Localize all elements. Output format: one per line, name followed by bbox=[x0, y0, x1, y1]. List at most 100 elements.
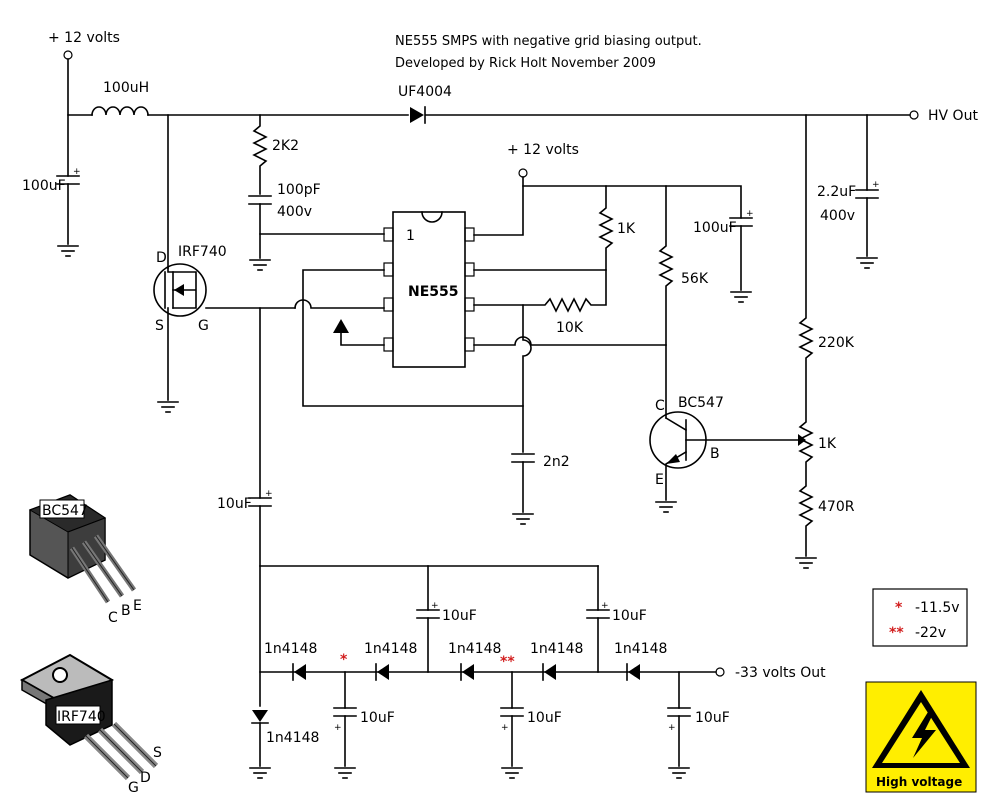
mark-double: ** bbox=[500, 654, 515, 670]
ground-symbol bbox=[157, 401, 179, 413]
svg-text:+: + bbox=[601, 601, 609, 611]
pkg-bc547-pin-b: B bbox=[121, 603, 131, 619]
pump-cap-bottom-1-label: 10uF bbox=[360, 710, 395, 726]
diode-label: 1n4148 bbox=[530, 641, 583, 657]
c-hv-volt: 400v bbox=[820, 208, 855, 224]
svg-text:+: + bbox=[746, 209, 754, 219]
ground-symbol bbox=[249, 767, 271, 779]
mosfet-irf740 bbox=[153, 263, 207, 317]
q-b-label: B bbox=[710, 446, 720, 462]
r-56k-label: 56K bbox=[681, 271, 709, 287]
ground-symbol bbox=[249, 259, 271, 271]
ground-symbol bbox=[730, 291, 752, 303]
pump-diode-vertical bbox=[251, 710, 269, 724]
pump-diode bbox=[460, 663, 474, 681]
ground-symbol bbox=[655, 501, 677, 513]
r-1k-label: 1K bbox=[617, 221, 636, 237]
wire bbox=[67, 58, 93, 116]
pkg-irf740-pin-g: G bbox=[128, 780, 139, 796]
ground-symbol bbox=[334, 767, 356, 779]
legend-mark: ** bbox=[889, 625, 904, 641]
uf4004-diode bbox=[410, 107, 424, 123]
r-220k-label: 220K bbox=[818, 335, 855, 351]
pump-cap-bottom-2-label: 10uF bbox=[527, 710, 562, 726]
pump-diode bbox=[375, 663, 389, 681]
q-e-label: E bbox=[655, 472, 664, 488]
pkg-bc547-pin-c: C bbox=[108, 610, 118, 626]
ne555-ic bbox=[392, 211, 466, 368]
supply-top-terminal bbox=[63, 50, 73, 60]
ground-symbol bbox=[856, 257, 878, 269]
legend-value: -11.5v bbox=[915, 600, 960, 616]
diode-label: 1n4148 bbox=[614, 641, 667, 657]
ground-symbol bbox=[501, 767, 523, 779]
inductor-label: 100uH bbox=[103, 80, 149, 96]
ic-label: NE555 bbox=[408, 284, 459, 300]
neg-out-terminal bbox=[715, 667, 725, 677]
c-100uf-ic-label: 100uF bbox=[693, 220, 737, 236]
mark-single: * bbox=[340, 652, 348, 668]
diode-label: 1n4148 bbox=[264, 641, 317, 657]
c-in-label: 100uF bbox=[22, 178, 66, 194]
irf740-package: IRF740 bbox=[19, 653, 159, 781]
mosfet-g-label: G bbox=[198, 318, 209, 334]
resistor-56k bbox=[658, 185, 674, 419]
legend-value: -22v bbox=[915, 625, 946, 641]
feedback-divider bbox=[798, 114, 814, 557]
legend-mark: * bbox=[895, 600, 903, 616]
resistor-1k bbox=[473, 185, 614, 271]
capacitor-10uf-main bbox=[248, 497, 272, 507]
svg-text:+: + bbox=[265, 489, 273, 499]
ground-symbol bbox=[57, 245, 79, 257]
pump-diode bbox=[542, 663, 556, 681]
title-line-2: Developed by Rick Holt November 2009 bbox=[395, 56, 656, 71]
q-c-label: C bbox=[655, 398, 665, 414]
capacitor-2n2 bbox=[511, 453, 535, 463]
neg-out-label: -33 volts Out bbox=[735, 665, 826, 681]
mosfet-label: IRF740 bbox=[178, 244, 227, 260]
svg-text:+: + bbox=[872, 180, 880, 190]
pump-diode bbox=[626, 663, 640, 681]
inductor bbox=[91, 106, 149, 116]
diode-label: 1n4148 bbox=[448, 641, 501, 657]
pkg-irf740-label: IRF740 bbox=[57, 709, 106, 725]
c-2n2-label: 2n2 bbox=[543, 454, 570, 470]
svg-text:+: + bbox=[431, 601, 439, 611]
pump-cap-bottom-3 bbox=[667, 707, 691, 717]
bc547-package: BC547 bbox=[28, 494, 137, 604]
uf4004-label: UF4004 bbox=[398, 84, 452, 100]
ground-symbol bbox=[668, 767, 690, 779]
ground-symbol bbox=[512, 513, 534, 525]
hv-out-terminal bbox=[909, 110, 919, 120]
pump-cap-bottom-3-label: 10uF bbox=[695, 710, 730, 726]
pump-cap-bottom-1 bbox=[333, 707, 357, 717]
pump-cap-top-2-label: 10uF bbox=[612, 608, 647, 624]
pump-cap-top-2 bbox=[586, 609, 610, 619]
pump-cap-top-1-label: 10uF bbox=[442, 608, 477, 624]
c-100pf-label: 100pF bbox=[277, 182, 321, 198]
svg-text:+: + bbox=[334, 723, 342, 733]
pkg-irf740-pin-d: D bbox=[140, 770, 151, 786]
svg-text:+: + bbox=[501, 723, 509, 733]
capacitor-hv bbox=[855, 189, 879, 199]
svg-text:+: + bbox=[668, 723, 676, 733]
svg-text:+: + bbox=[73, 167, 81, 177]
pin1-label: 1 bbox=[406, 228, 415, 244]
r-10k-label: 10K bbox=[556, 320, 584, 336]
pot-1k-label: 1K bbox=[818, 436, 837, 452]
diode-label: 1n4148 bbox=[364, 641, 417, 657]
pkg-bc547-label: BC547 bbox=[42, 503, 88, 519]
supply-ic-label: + 12 volts bbox=[507, 142, 579, 158]
c-hv-label: 2.2uF bbox=[817, 184, 856, 200]
pump-diode bbox=[292, 663, 306, 681]
legend-box bbox=[872, 588, 968, 647]
transistor-label: BC547 bbox=[678, 395, 724, 411]
lightning-icon bbox=[912, 712, 936, 758]
hv-out-label: HV Out bbox=[928, 108, 978, 124]
supply-ic-terminal bbox=[518, 168, 528, 178]
diode-label: 1n4148 bbox=[266, 730, 319, 746]
capacitor-100pf bbox=[248, 195, 272, 205]
supply-top-label: + 12 volts bbox=[48, 30, 120, 46]
resistor-2k2 bbox=[252, 114, 268, 195]
